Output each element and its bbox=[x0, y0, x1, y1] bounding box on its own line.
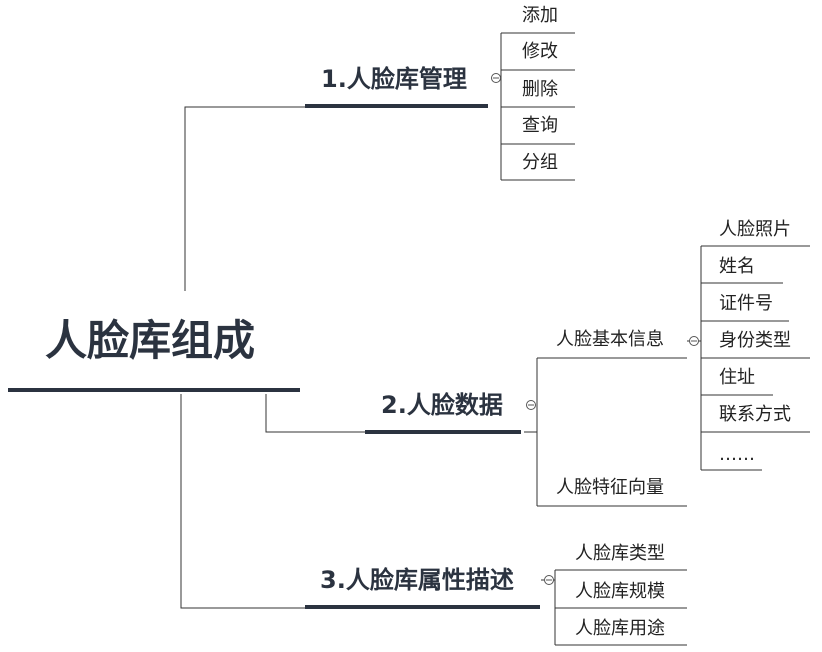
leaf-group[interactable]: 分组 bbox=[522, 152, 558, 173]
leaf-query[interactable]: 查询 bbox=[522, 115, 558, 136]
leaf-library-type[interactable]: 人脸库类型 bbox=[575, 543, 665, 564]
subtopic-face-feature-vector[interactable]: 人脸特征向量 bbox=[556, 477, 664, 498]
branch-1-topic[interactable]: 1.人脸库管理 bbox=[321, 65, 467, 93]
leaf-face-photo[interactable]: 人脸照片 bbox=[719, 219, 791, 240]
subtopic-face-basic-info[interactable]: 人脸基本信息 bbox=[556, 329, 664, 350]
leaf-library-purpose[interactable]: 人脸库用途 bbox=[575, 618, 665, 639]
leaf-modify[interactable]: 修改 bbox=[522, 41, 558, 62]
branch-3-topic[interactable]: 3.人脸库属性描述 bbox=[320, 566, 514, 594]
leaf-ellipsis[interactable]: …… bbox=[719, 444, 755, 465]
leaf-id-number[interactable]: 证件号 bbox=[719, 293, 773, 314]
leaf-identity-type[interactable]: 身份类型 bbox=[719, 330, 791, 351]
leaf-add[interactable]: 添加 bbox=[522, 5, 558, 26]
leaf-address[interactable]: 住址 bbox=[719, 367, 755, 388]
leaf-name[interactable]: 姓名 bbox=[719, 256, 755, 277]
branch-2-topic[interactable]: 2.人脸数据 bbox=[381, 391, 503, 419]
leaf-contact[interactable]: 联系方式 bbox=[719, 404, 791, 425]
leaf-delete[interactable]: 删除 bbox=[522, 79, 558, 100]
leaf-library-scale[interactable]: 人脸库规模 bbox=[575, 581, 665, 602]
root-topic[interactable]: 人脸库组成 bbox=[45, 316, 256, 365]
